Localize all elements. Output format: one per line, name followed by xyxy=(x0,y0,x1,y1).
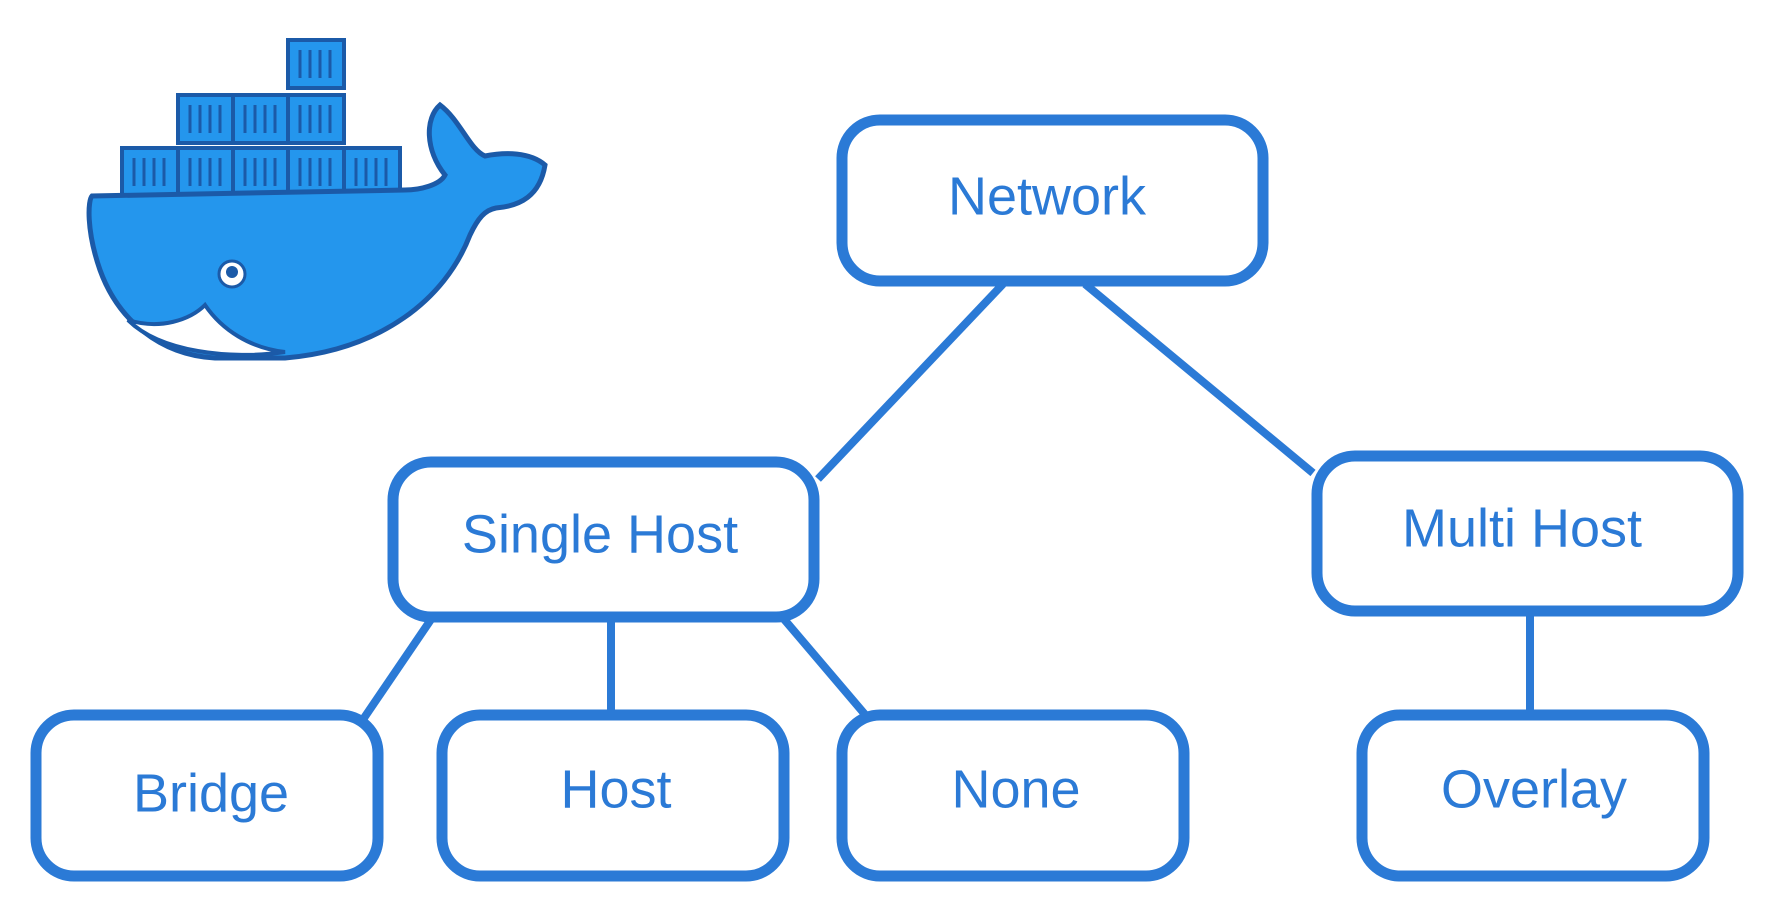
node-none-label: None xyxy=(951,759,1080,819)
whale-belly xyxy=(126,301,286,357)
node-none: None xyxy=(836,709,1190,882)
node-network: Network xyxy=(836,114,1269,287)
edge-single-host-none xyxy=(779,615,872,721)
node-host-label: Host xyxy=(560,759,671,819)
node-overlay-label: Overlay xyxy=(1441,759,1627,819)
edge-network-single-host xyxy=(815,281,1006,482)
edges xyxy=(360,280,1534,721)
node-single-host: Single Host xyxy=(387,456,820,623)
whale-pupil xyxy=(226,266,238,278)
container-stripes xyxy=(132,50,388,186)
edge-single-host-bridge xyxy=(360,615,436,721)
docker-whale-icon xyxy=(86,38,548,361)
node-single-host-label: Single Host xyxy=(462,504,738,564)
node-overlay: Overlay xyxy=(1356,709,1710,882)
node-bridge: Bridge xyxy=(30,709,384,882)
node-bridge-label: Bridge xyxy=(133,763,289,823)
node-multi-host-label: Multi Host xyxy=(1402,498,1642,558)
node-network-label: Network xyxy=(948,166,1147,226)
edge-network-multi-host xyxy=(1082,280,1316,477)
node-multi-host: Multi Host xyxy=(1311,450,1744,617)
node-host: Host xyxy=(436,709,790,882)
